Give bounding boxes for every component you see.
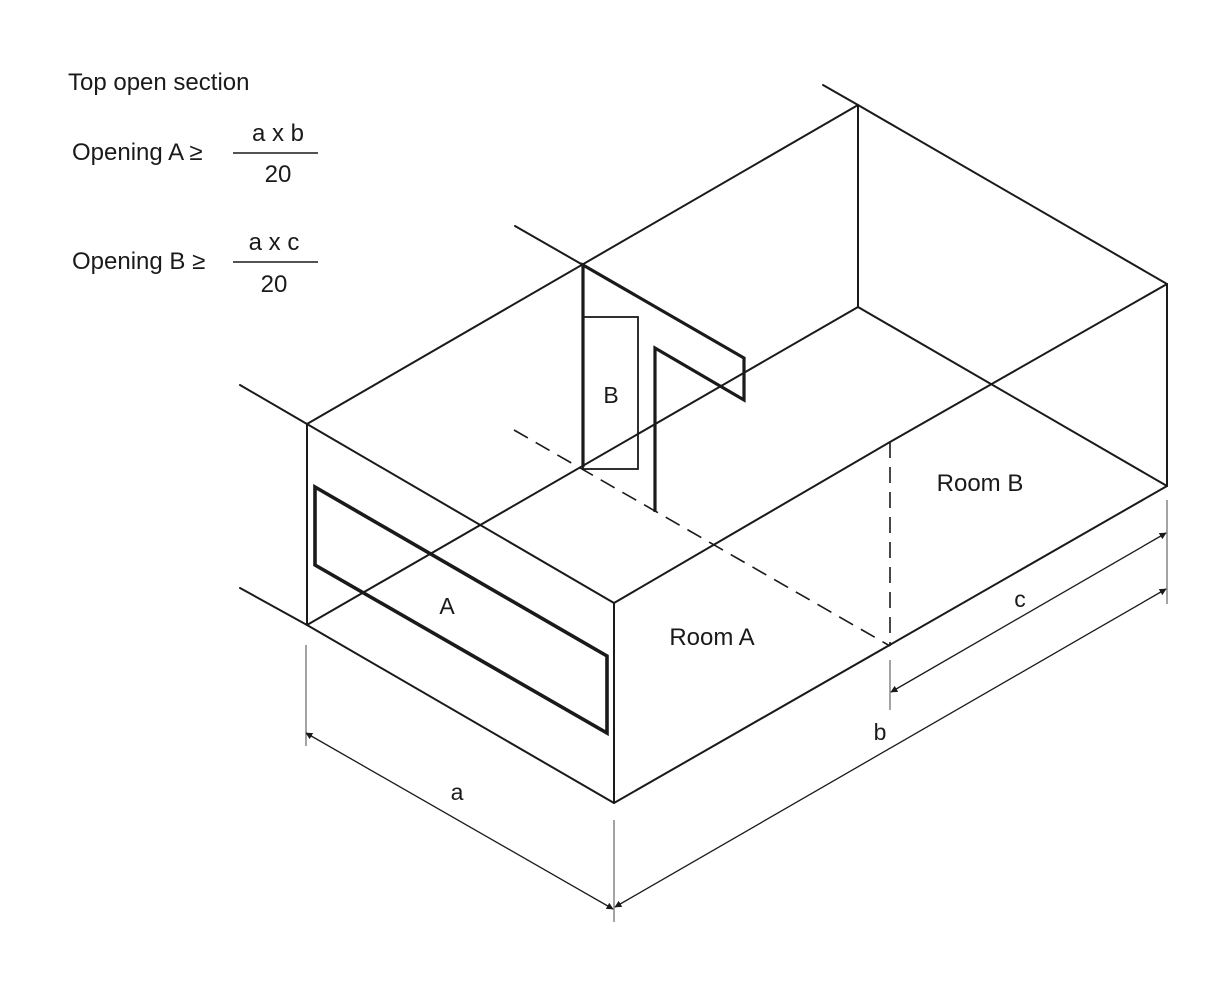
- room-a-label: Room A: [669, 624, 754, 651]
- formula-a-label: Opening A ≥: [72, 139, 203, 166]
- opening-b-label: B: [603, 382, 618, 408]
- dimension-b-label: b: [874, 719, 887, 745]
- heading: Top open section: [68, 69, 249, 96]
- dimension-c-line: [890, 532, 1167, 693]
- formula-b-numerator: a x c: [249, 229, 300, 256]
- opening-a: A: [313, 483, 609, 737]
- dimension-c-label: c: [1014, 586, 1026, 612]
- building-outline: [239, 84, 1168, 804]
- formula-block: Top open section Opening A ≥ a x b 20 Op…: [68, 69, 318, 298]
- formula-a-denominator: 20: [265, 161, 292, 188]
- dimension-a-line: [305, 732, 614, 910]
- partition-wall: [581, 262, 746, 512]
- formula-b-label: Opening B ≥: [72, 248, 205, 275]
- dimension-a-label: a: [451, 779, 464, 805]
- opening-a-label: A: [439, 593, 455, 619]
- room-b-label: Room B: [937, 470, 1024, 497]
- dimension-lines: a b c: [305, 500, 1168, 922]
- formula-b-denominator: 20: [261, 271, 288, 298]
- opening-b: B: [582, 316, 639, 470]
- partition-dashed-lines: [513, 429, 891, 647]
- formula-a-numerator: a x b: [252, 120, 304, 147]
